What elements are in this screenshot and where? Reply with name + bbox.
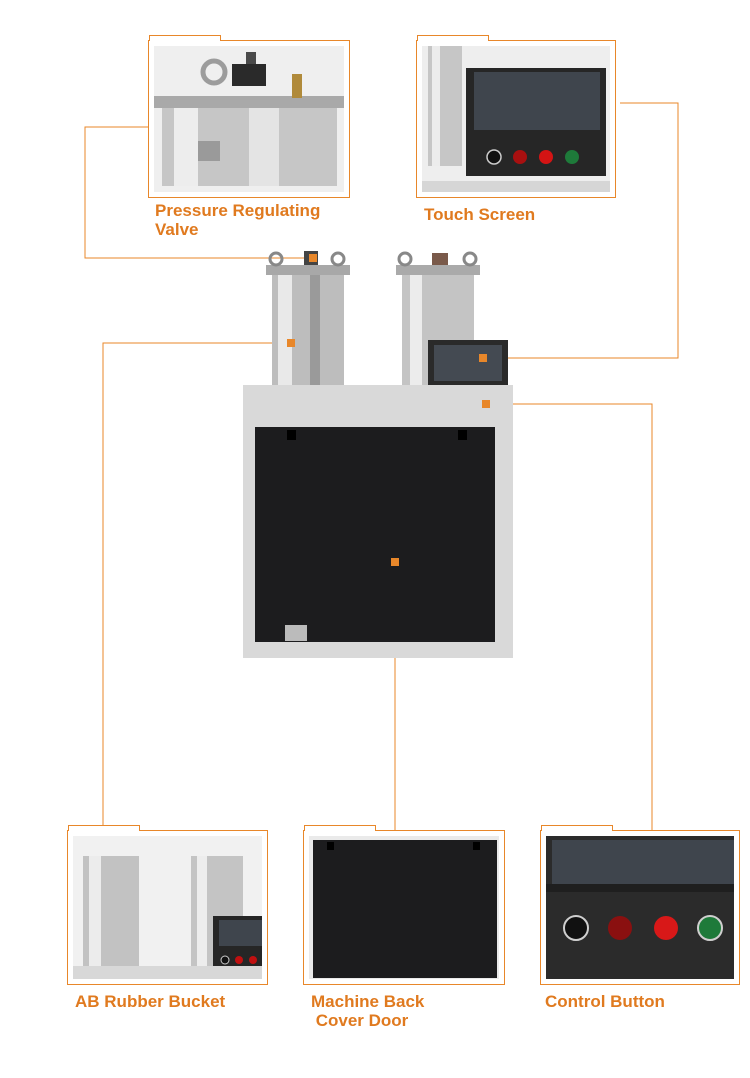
control-button-photo (546, 836, 734, 979)
callout-control-button-photo (540, 825, 740, 985)
callout-ab-bucket-photo (67, 825, 268, 985)
touch-screen-photo (422, 46, 610, 192)
label-pressure-valve: Pressure Regulating Valve (155, 201, 321, 239)
dot-control-button (482, 400, 490, 408)
dot-back-door (391, 558, 399, 566)
back-door-photo (309, 836, 499, 979)
callout-pressure-valve-photo (148, 35, 350, 198)
line-control-button (486, 403, 653, 830)
dot-ab-bucket (287, 339, 295, 347)
left-bucket (266, 251, 350, 390)
callout-touch-screen-photo (416, 35, 616, 198)
valve-photo (154, 46, 344, 192)
ab-bucket-photo (73, 836, 262, 979)
line-ab-bucket (102, 342, 291, 830)
label-ab-bucket: AB Rubber Bucket (75, 992, 226, 1011)
line-touch-screen (486, 102, 679, 359)
dot-pressure-valve (309, 254, 317, 262)
cabinet (243, 385, 513, 658)
line-pressure-valve (84, 126, 312, 259)
callout-back-door-photo (303, 825, 505, 985)
machine-illustration (240, 245, 515, 660)
label-touch-screen: Touch Screen (424, 205, 536, 224)
dot-touch-screen (479, 354, 487, 362)
label-control-button: Control Button (545, 992, 665, 1011)
label-back-door: Machine Back Cover Door (311, 992, 425, 1030)
